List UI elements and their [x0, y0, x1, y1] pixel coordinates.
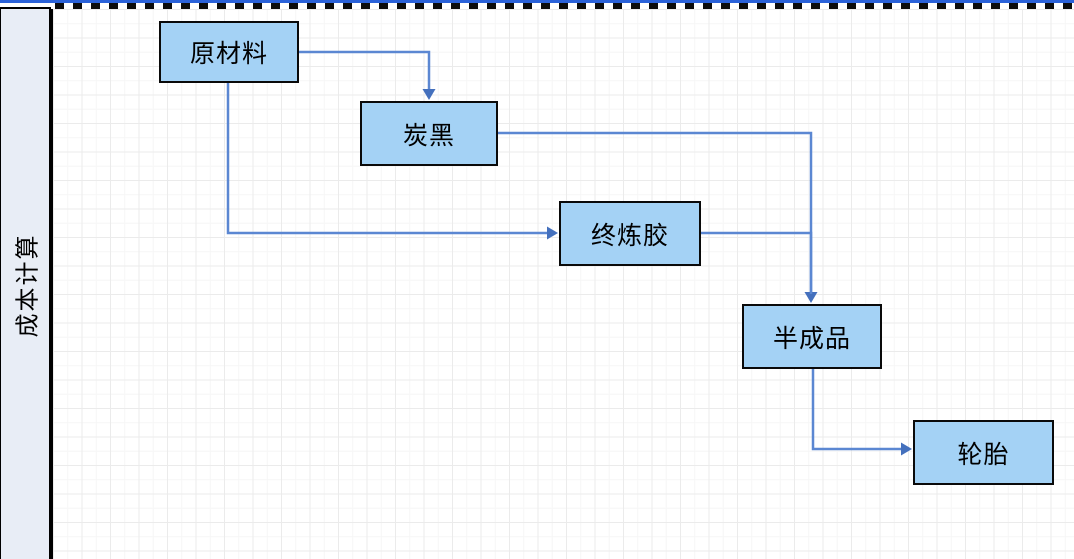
swimlane-label: 成本计算: [13, 233, 42, 337]
node-final-rubber[interactable]: 终炼胶: [559, 201, 701, 266]
node-raw-material[interactable]: 原材料: [159, 21, 299, 83]
node-tire[interactable]: 轮胎: [913, 420, 1054, 485]
page-top-highlight-line: [0, 0, 1074, 3]
node-tire-label: 轮胎: [957, 439, 1010, 469]
page-boundary-dotted-line: [55, 3, 1074, 9]
node-raw-material-label: 原材料: [189, 39, 268, 68]
node-semi-finished[interactable]: 半成品: [742, 304, 882, 369]
node-carbon-black-label: 炭黑: [402, 120, 455, 150]
node-carbon-black[interactable]: 炭黑: [360, 101, 498, 166]
node-final-rubber-label: 终炼胶: [590, 220, 669, 250]
node-semi-finished-label: 半成品: [772, 323, 851, 353]
swimlane-header[interactable]: 成本计算: [0, 7, 51, 559]
